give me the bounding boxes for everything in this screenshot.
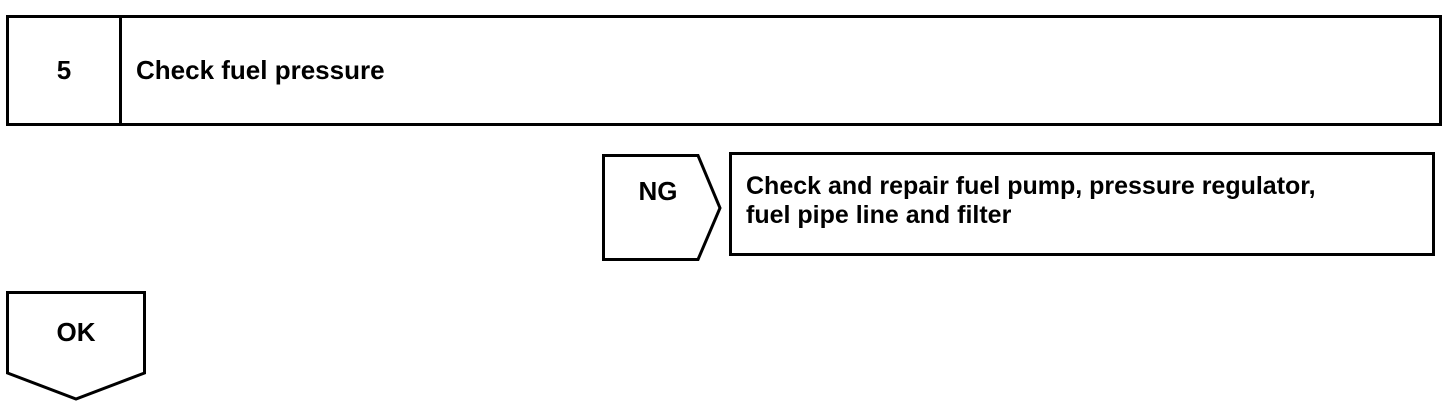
ng-label: NG bbox=[638, 176, 678, 206]
ok-branch-tag: OK bbox=[6, 291, 146, 401]
ng-arrow-shape bbox=[602, 154, 722, 261]
ng-action-line-2: fuel pipe line and filter bbox=[746, 201, 1012, 229]
step-header: 5 Check fuel pressure bbox=[6, 15, 1442, 126]
ng-action-line-1: Check and repair fuel pump, pressure reg… bbox=[746, 172, 1316, 200]
ng-branch-tag: NG bbox=[602, 154, 722, 261]
step-title: Check fuel pressure bbox=[136, 55, 385, 85]
ok-label: OK bbox=[56, 317, 96, 347]
step-number: 5 bbox=[9, 18, 122, 123]
ng-action-box: Check and repair fuel pump, pressure reg… bbox=[729, 152, 1435, 256]
ok-arrow-shape bbox=[6, 291, 146, 401]
